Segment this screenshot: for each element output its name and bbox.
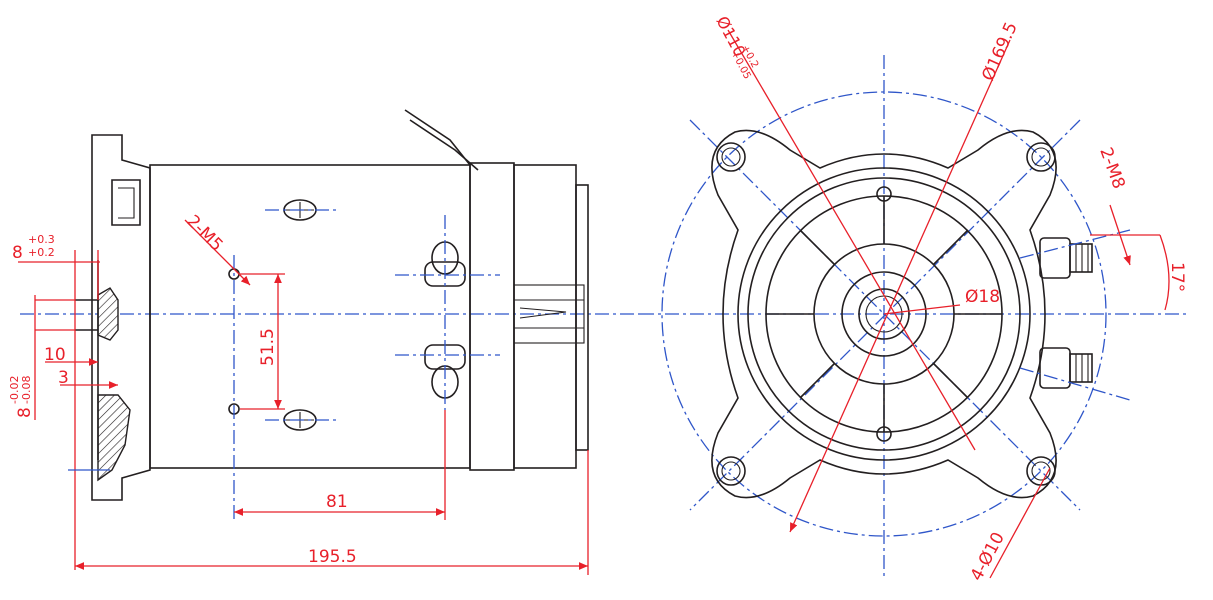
side-view: 8 +0.3 +0.2 8 -0.02 -0.08 10 3 2-M5 51.5… [8, 109, 640, 575]
motor-housing [149, 109, 589, 471]
terminal-offset-label: 81 [326, 492, 348, 512]
shaft-diameter-label: Ø18 [965, 287, 1000, 307]
pilot-diameter-upper: -0.02 [8, 376, 21, 404]
flange-dimensions [18, 250, 118, 570]
flange-offset-upper: +0.3 [28, 233, 55, 246]
pcd-label: Ø169.5 [978, 19, 1022, 84]
length-dimensions [75, 410, 589, 575]
housing-screws [265, 199, 340, 431]
pilot-diameter-group: 8 -0.02 -0.08 [8, 376, 35, 418]
mounting-flange [75, 134, 151, 501]
shoulder-length-label: 10 [44, 345, 66, 365]
end-dimensions [727, 29, 1170, 579]
flange-offset-label: 8 [12, 243, 23, 263]
end-view: Ø110 +0.2 +0.05 Ø169.5 2-M8 17° Ø18 4-Ø1… [640, 13, 1190, 584]
mount-holes-label: 4-Ø10 [967, 529, 1009, 584]
overall-length-label: 195.5 [308, 547, 357, 567]
pitch-circle [661, 91, 1107, 537]
end-flange-outline [711, 129, 1057, 499]
m5-holes [184, 219, 285, 520]
key-depth-label: 3 [58, 368, 69, 388]
terminal-studs-end [1019, 229, 1131, 401]
terminals-label: 2-M8 [1095, 145, 1128, 192]
hole-spacing-label: 51.5 [258, 328, 278, 366]
end-cap [737, 167, 1031, 461]
spigot-diameter-group: Ø110 +0.2 +0.05 [712, 13, 760, 81]
pilot-diameter-lower: -0.08 [20, 376, 33, 404]
terminal-angle-label: 17° [1167, 262, 1187, 292]
flange-offset-lower: +0.2 [28, 246, 55, 259]
terminal-studs-side [395, 215, 500, 410]
thread-holes-label: 2-M5 [182, 211, 226, 255]
pilot-diameter-label: 8 [15, 407, 35, 418]
